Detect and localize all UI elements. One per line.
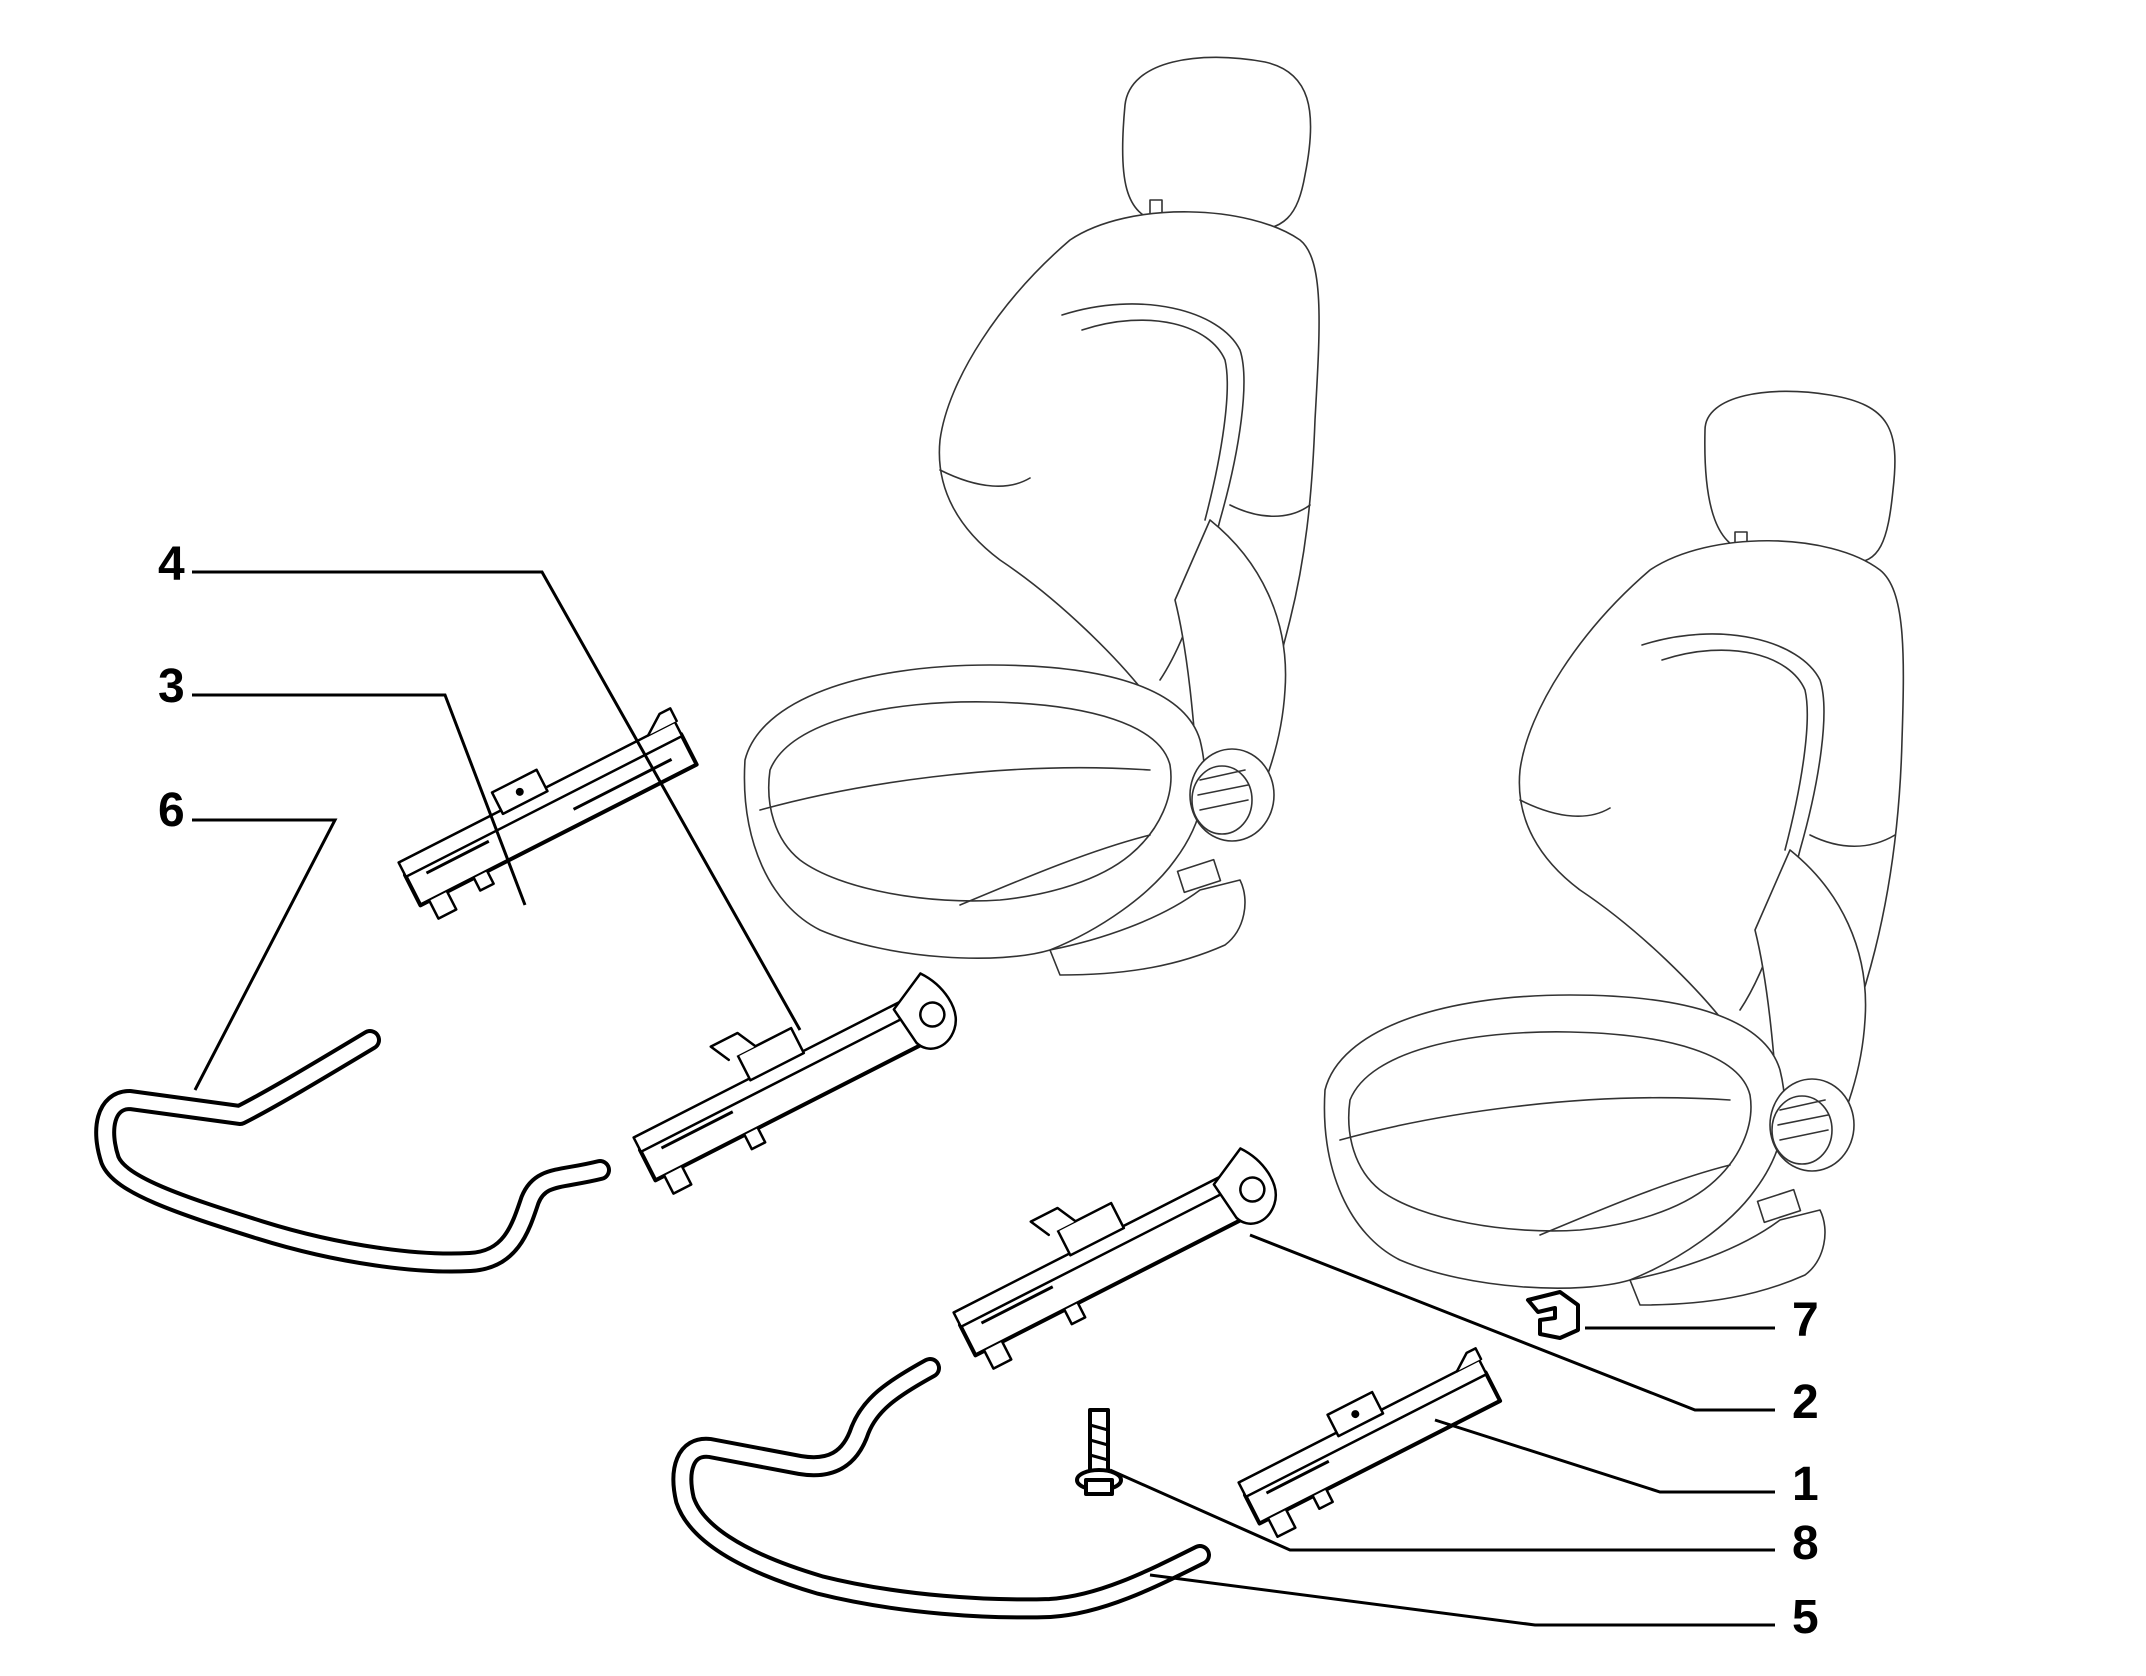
- seat-rail-part-2: [952, 1147, 1277, 1370]
- seat-upper: [743, 56, 1320, 976]
- seat-rail-part-3: [397, 707, 699, 920]
- release-tube-part-6: [94, 1029, 611, 1274]
- seat-rail-part-1: [1237, 1347, 1503, 1539]
- callout-4: 4: [158, 538, 185, 591]
- leader-4: [192, 570, 802, 1031]
- leader-3: [192, 693, 527, 906]
- seat-lower: [1323, 390, 1905, 1306]
- callout-1: 1: [1792, 1458, 1819, 1511]
- bolt-part-8: [1075, 1408, 1123, 1496]
- leader-5: [1149, 1573, 1775, 1627]
- leader-6: [192, 818, 338, 1091]
- clip-part-7: [1526, 1290, 1580, 1340]
- seat-rail-part-4: [632, 972, 957, 1195]
- callout-numbers: 4 3 6 7 2 1 8 5: [158, 538, 1819, 1644]
- callout-8: 8: [1792, 1517, 1819, 1570]
- leader-1: [1434, 1418, 1775, 1494]
- callout-7: 7: [1792, 1294, 1819, 1347]
- callout-5: 5: [1792, 1591, 1819, 1644]
- callout-3: 3: [158, 660, 185, 713]
- leader-8: [1109, 1468, 1775, 1552]
- callout-2: 2: [1792, 1376, 1819, 1429]
- release-tube-part-5: [671, 1357, 1211, 1620]
- leader-lines: [192, 570, 1775, 1627]
- callout-6: 6: [158, 784, 185, 837]
- leader-2: [1249, 1233, 1775, 1412]
